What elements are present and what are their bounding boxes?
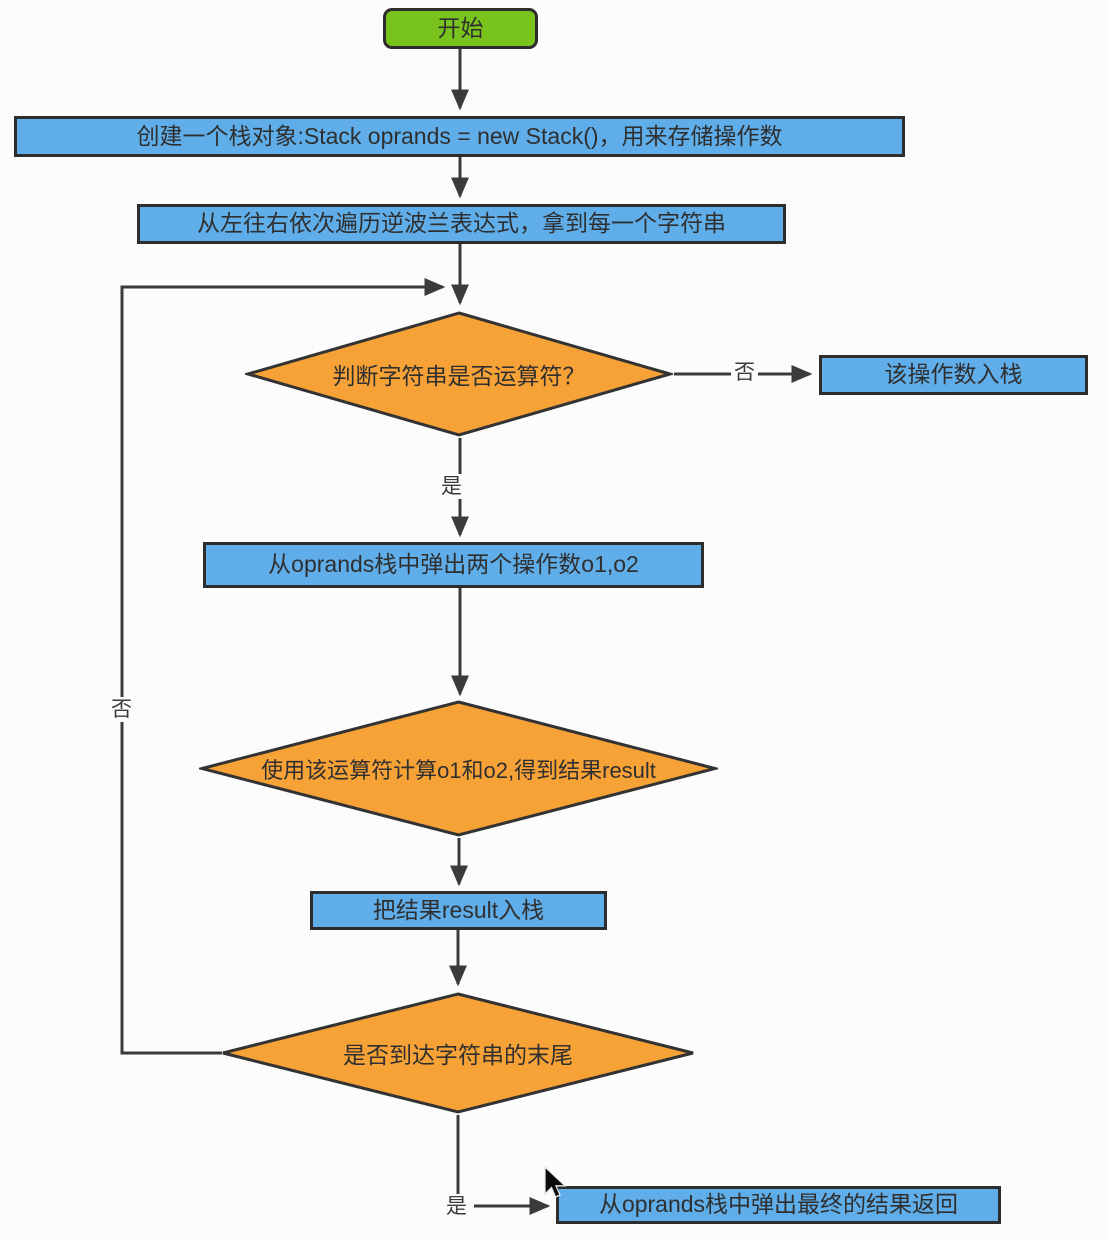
is-operator-label: 判断字符串是否运算符？ bbox=[332, 363, 586, 389]
edge-label-loop-no: 否 bbox=[108, 697, 135, 723]
reached-end-label: 是否到达字符串的末尾 bbox=[343, 1042, 573, 1068]
push-result-node: 把结果result入栈 bbox=[310, 891, 607, 930]
mouse-cursor-icon bbox=[544, 1166, 567, 1198]
traverse-expression-node: 从左往右依次遍历逆波兰表达式，拿到每一个字符串 bbox=[137, 204, 786, 244]
pop-two-operands-node: 从oprands栈中弹出两个操作数o1,o2 bbox=[203, 542, 704, 588]
reached-end-decision: 是否到达字符串的末尾 bbox=[220, 991, 696, 1115]
edge-label-yes: 是 bbox=[438, 474, 465, 500]
is-operator-decision: 判断字符串是否运算符？ bbox=[245, 310, 673, 438]
edge-label-no: 否 bbox=[731, 360, 758, 386]
return-result-node: 从oprands栈中弹出最终的结果返回 bbox=[556, 1186, 1001, 1224]
edge-label-bottom-yes: 是 bbox=[443, 1194, 470, 1220]
push-operand-node: 该操作数入栈 bbox=[819, 355, 1088, 395]
create-stack-node: 创建一个栈对象:Stack oprands = new Stack()，用来存储… bbox=[14, 116, 905, 157]
calculate-decision: 使用该运算符计算o1和o2,得到结果result bbox=[199, 699, 718, 838]
diamond-shape bbox=[245, 311, 673, 437]
start-node: 开始 bbox=[383, 8, 538, 49]
diamond-shape bbox=[222, 992, 694, 1114]
diamond-shape bbox=[199, 700, 718, 837]
calculate-label: 使用该运算符计算o1和o2,得到结果result bbox=[261, 757, 656, 783]
